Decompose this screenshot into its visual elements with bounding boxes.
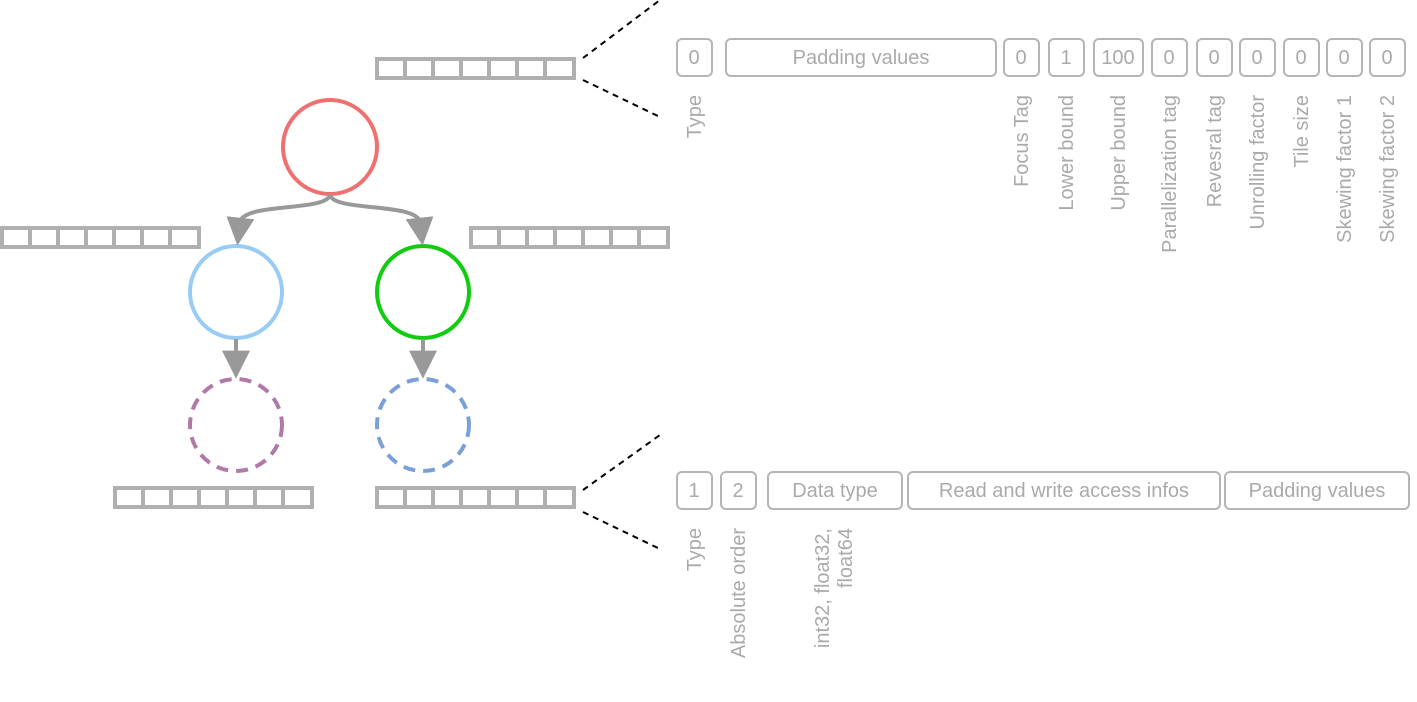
vector-left — [0, 226, 201, 249]
bottom-field-access-infos: Read and write access infos — [939, 480, 1189, 502]
top-field-unroll-value: 0 — [1251, 47, 1262, 69]
bottom-labels: Type Absolute order int32, float32, floa… — [684, 528, 857, 658]
top-label-skewing-factor-1: Skewing factor 1 — [1334, 95, 1356, 243]
top-field-skew1-value: 0 — [1338, 47, 1349, 69]
bottom-field-type-value: 1 — [688, 480, 699, 502]
bottom-label-absolute-order: Absolute order — [728, 528, 750, 658]
bottom-field-padding: Padding values — [1249, 480, 1386, 502]
top-fields — [676, 38, 1406, 77]
top-label-parallelization-tag: Parallelization tag — [1159, 95, 1181, 253]
top-label-type: Type — [684, 95, 706, 138]
vector-right — [469, 226, 670, 249]
vector-bottom-right — [375, 486, 576, 509]
bottom-label-type: Type — [684, 528, 706, 571]
top-field-skew2-value: 0 — [1381, 47, 1392, 69]
top-label-lower-bound: Lower bound — [1056, 95, 1078, 211]
top-field-tile-value: 0 — [1295, 47, 1306, 69]
left-dashed-node — [188, 377, 284, 473]
right-child-node — [375, 244, 471, 340]
top-label-unrolling-factor: Unrolling factor — [1247, 95, 1269, 230]
top-field-reversal-value: 0 — [1208, 47, 1219, 69]
top-label-focus-tag: Focus Tag — [1011, 95, 1033, 187]
bottom-label-data-type-line2: float64 — [835, 528, 857, 588]
top-field-padding-value: Padding values — [793, 47, 930, 69]
bottom-field-order-value: 2 — [732, 480, 743, 502]
top-label-upper-bound: Upper bound — [1108, 95, 1130, 211]
left-child-node — [188, 244, 284, 340]
right-dashed-node — [375, 377, 471, 473]
vector-bottom-left — [113, 486, 314, 509]
edge-root-right — [328, 193, 434, 246]
top-field-type-value: 0 — [688, 47, 699, 69]
bottom-fields — [676, 471, 1410, 510]
top-field-upper-value: 100 — [1101, 47, 1134, 69]
top-label-tile-size: Tile size — [1291, 95, 1313, 168]
bottom-label-data-type-line1: int32, float32, — [812, 528, 834, 648]
top-label-reversal-tag: Revesral tag — [1204, 95, 1226, 207]
bottom-field-data-type: Data type — [792, 480, 878, 502]
vector-top — [375, 57, 576, 80]
top-field-values: 0 Padding values 0 1 100 0 0 0 0 0 0 — [688, 47, 1392, 69]
top-label-skewing-factor-2: Skewing factor 2 — [1377, 95, 1399, 243]
edge-root-left — [226, 193, 332, 246]
bottom-field-values: 1 2 Data type Read and write access info… — [688, 480, 1385, 502]
zoom-lines-top — [582, 0, 661, 118]
top-labels: Type Focus Tag Lower bound Upper bound P… — [684, 95, 1399, 253]
zoom-lines-bottom — [582, 434, 661, 550]
top-field-lower-value: 1 — [1060, 47, 1071, 69]
root-node — [281, 98, 379, 196]
top-field-focus-value: 0 — [1015, 47, 1026, 69]
top-field-parallel-value: 0 — [1163, 47, 1174, 69]
